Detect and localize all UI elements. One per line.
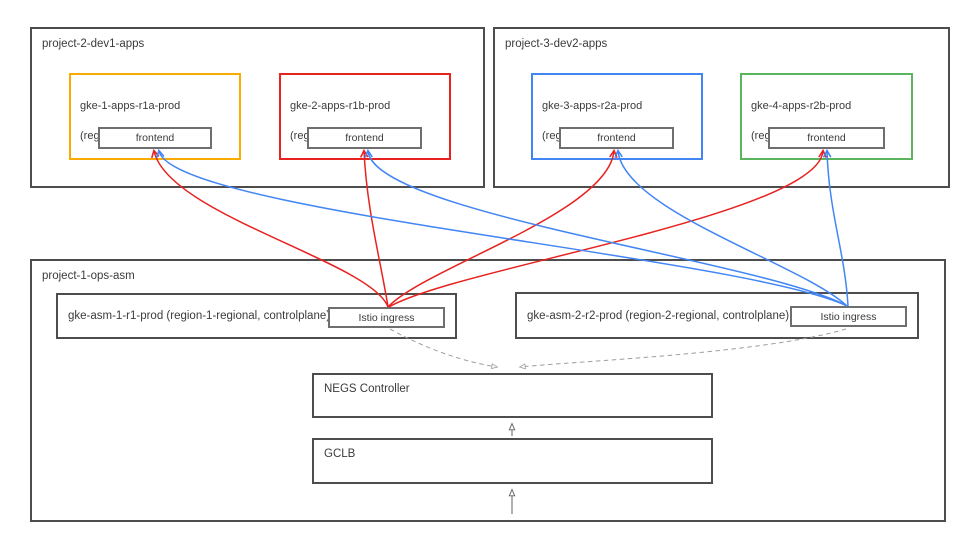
project-title-dev2: project-3-dev2-apps bbox=[505, 38, 608, 50]
frontend-label-gke4: frontend bbox=[807, 132, 846, 144]
frontend-label-gke1: frontend bbox=[135, 132, 175, 144]
asm-cluster-label-1: gke-asm-1-r1-prod (region-1-regional, co… bbox=[68, 310, 331, 322]
frontend-label-gke2: frontend bbox=[345, 132, 384, 144]
gclb-box: GCLB bbox=[312, 438, 713, 484]
frontend-box-gke4: frontend bbox=[768, 127, 885, 149]
frontend-box-gke1: frontend bbox=[98, 127, 212, 149]
frontend-label-gke3: frontend bbox=[597, 132, 636, 144]
cluster-name-gke2: gke-2-apps-r1b-prod bbox=[290, 100, 391, 112]
istio-ingress-label-2: Istio ingress bbox=[820, 310, 877, 323]
cluster-name-gke1: gke-1-apps-r1a-prod bbox=[80, 100, 181, 112]
negs-controller-label: NEGS Controller bbox=[324, 383, 410, 395]
frontend-box-gke2: frontend bbox=[307, 127, 422, 149]
gclb-label: GCLB bbox=[324, 448, 356, 460]
istio-ingress-label-1: Istio ingress bbox=[358, 311, 415, 324]
istio-ingress-box-1: Istio ingress bbox=[328, 307, 445, 328]
istio-ingress-box-2: Istio ingress bbox=[790, 306, 907, 327]
asm-cluster-label-2: gke-asm-2-r2-prod (region-2-regional, co… bbox=[527, 309, 790, 322]
project-title-ops: project-1-ops-asm bbox=[42, 270, 135, 282]
project-title-dev1: project-2-dev1-apps bbox=[42, 38, 145, 50]
negs-controller-box: NEGS Controller bbox=[312, 373, 713, 418]
frontend-box-gke3: frontend bbox=[559, 127, 674, 149]
cluster-name-gke3: gke-3-apps-r2a-prod bbox=[542, 100, 643, 112]
cluster-name-gke4: gke-4-apps-r2b-prod bbox=[751, 100, 852, 112]
